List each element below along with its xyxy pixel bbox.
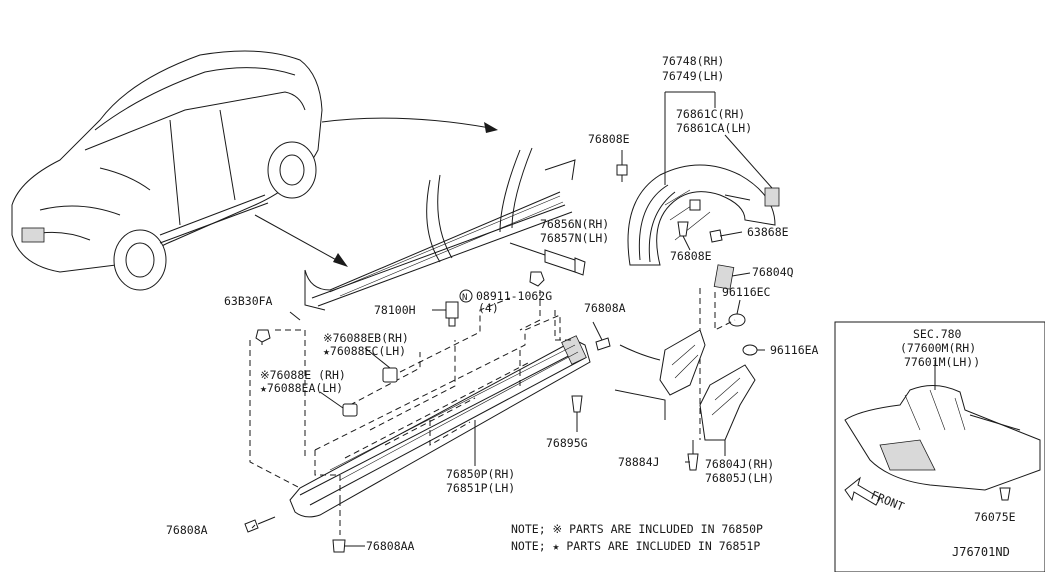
label-96116ea: 96116EA bbox=[770, 343, 819, 357]
n-circle-icon bbox=[459, 289, 473, 303]
label-76808a-left: 76808A bbox=[166, 523, 208, 537]
center-leaders bbox=[251, 242, 726, 547]
label-08911-qty: (4) bbox=[478, 301, 499, 315]
label-76088eb: ※76088EB(RH) bbox=[323, 331, 409, 345]
label-76856n: 76856N(RH) bbox=[540, 217, 609, 231]
label-76895g: 76895G bbox=[546, 436, 588, 450]
label-78100h: 78100H bbox=[374, 303, 416, 317]
label-96116ec: 96116EC bbox=[722, 285, 771, 299]
label-63b30fa: 63B30FA bbox=[224, 294, 273, 308]
vehicle-illustration bbox=[11, 50, 323, 291]
notes: NOTE; ※ PARTS ARE INCLUDED IN 76850P NOT… bbox=[511, 522, 763, 553]
assembly-guides bbox=[249, 290, 575, 535]
label-76749: 76749(LH) bbox=[662, 69, 724, 83]
label-76808a-right: 76808A bbox=[584, 301, 626, 315]
note-line-1: NOTE; ※ PARTS ARE INCLUDED IN 76850P bbox=[511, 522, 763, 536]
part-labels: 76748(RH) 76749(LH) 76861C(RH) 76861CA(L… bbox=[166, 54, 1016, 553]
label-76850p: 76850P(RH) bbox=[446, 467, 515, 481]
label-76075e: 76075E bbox=[974, 510, 1016, 524]
label-77601m: 77601M(LH)) bbox=[904, 355, 980, 369]
fender-liner bbox=[627, 164, 780, 266]
label-77600m: (77600M(RH) bbox=[900, 341, 976, 355]
label-76861c: 76861C(RH) bbox=[676, 107, 745, 121]
fender-leaders bbox=[621, 91, 773, 440]
label-76088ec: ★76088EC(LH) bbox=[323, 344, 406, 358]
label-sec780: SEC.780 bbox=[913, 327, 962, 341]
label-76857n: 76857N(LH) bbox=[540, 231, 609, 245]
label-76804q: 76804Q bbox=[752, 265, 794, 279]
label-76808e-top: 76808E bbox=[588, 132, 630, 146]
label-76805j: 76805J(LH) bbox=[705, 471, 774, 485]
label-08911: 08911-1062G bbox=[476, 289, 552, 303]
label-front: FRONT bbox=[869, 488, 906, 514]
label-08911-circle: N bbox=[462, 293, 467, 303]
label-63868e: 63868E bbox=[747, 225, 789, 239]
label-76088e: ※76088E (RH) bbox=[260, 368, 346, 382]
label-76851p: 76851P(LH) bbox=[446, 481, 515, 495]
note-line-2: NOTE; ★ PARTS ARE INCLUDED IN 76851P bbox=[511, 539, 760, 553]
side-sill-moulding bbox=[289, 335, 591, 518]
label-76804j: 76804J(RH) bbox=[705, 457, 774, 471]
callout-arrows bbox=[254, 117, 498, 267]
label-76808aa: 76808AA bbox=[366, 539, 415, 553]
inset-sec780 bbox=[834, 321, 1045, 572]
label-76748: 76748(RH) bbox=[662, 54, 724, 68]
fender-fasteners bbox=[616, 164, 758, 356]
mud-guard bbox=[614, 329, 756, 471]
label-76808e-mid: 76808E bbox=[670, 249, 712, 263]
body-sill bbox=[304, 147, 576, 311]
label-76861ca: 76861CA(LH) bbox=[676, 121, 752, 135]
diagram-code: J76701ND bbox=[952, 545, 1010, 559]
label-76088ea: ★76088EA(LH) bbox=[260, 381, 343, 395]
label-78884j: 78884J bbox=[618, 455, 660, 469]
fasteners bbox=[244, 249, 611, 553]
